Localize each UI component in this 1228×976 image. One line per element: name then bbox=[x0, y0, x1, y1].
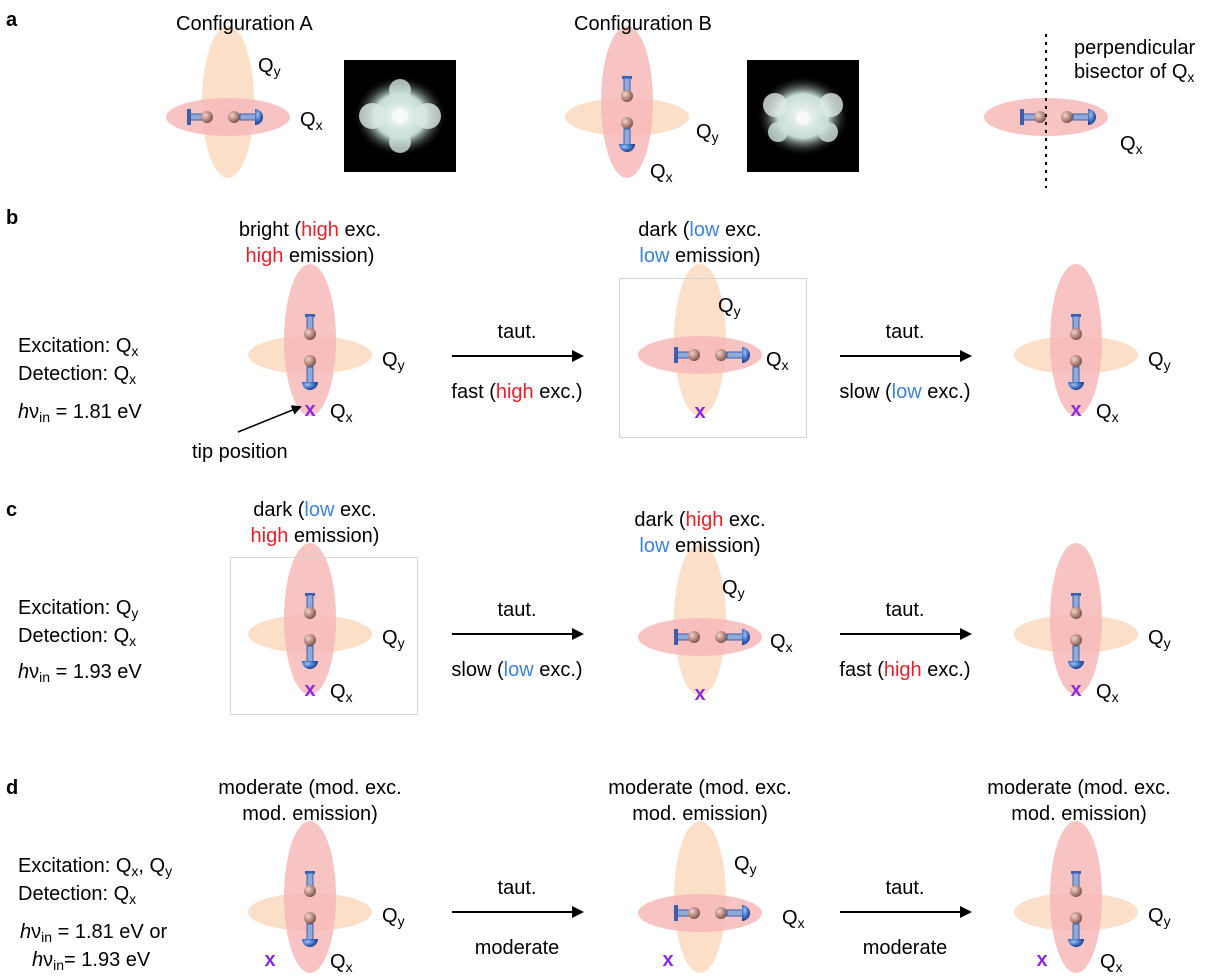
d-state-3-molecule bbox=[1014, 821, 1138, 973]
c-state-1-qx: Qx bbox=[330, 681, 353, 705]
c-state-1-qy: Qy bbox=[382, 627, 405, 651]
c-state-2-qx: Qx bbox=[770, 631, 793, 655]
config-a-qy-label: Qy bbox=[258, 55, 281, 79]
b-arrow-1-bottom-label: fast (high exc.) bbox=[451, 381, 583, 403]
b-state-3-qx: Qx bbox=[1096, 401, 1119, 425]
b-arrow-1-top-label: taut. bbox=[497, 321, 537, 343]
b-state-2-qx: Qx bbox=[766, 349, 789, 373]
panel-label-d: d bbox=[6, 777, 19, 799]
b-state-1-molecule bbox=[248, 264, 372, 416]
d-state-3-tip-marker: x bbox=[1036, 949, 1048, 971]
config-b-molecule bbox=[565, 26, 689, 178]
bisector-label-line2: bisector of Qx bbox=[1074, 61, 1195, 85]
c-arrow-2-top-label: taut. bbox=[885, 599, 925, 621]
d-detection: Detection: Qx bbox=[18, 883, 137, 907]
b-arrow-2-bottom-label: slow (low exc.) bbox=[839, 381, 971, 403]
b-arrow-2-top-label: taut. bbox=[885, 321, 925, 343]
c-arrow-1-bottom-label: slow (low exc.) bbox=[451, 659, 583, 681]
c-state-2-qy: Qy bbox=[722, 577, 745, 601]
d-state-3-qx: Qx bbox=[1100, 951, 1123, 975]
b-state-2-line1: dark (low exc. bbox=[638, 219, 762, 241]
b-state-1-qy: Qy bbox=[382, 349, 405, 373]
d-arrow-1-top-label: taut. bbox=[497, 877, 537, 899]
b-highlight-box bbox=[619, 278, 807, 438]
c-state-3-qy: Qy bbox=[1148, 627, 1171, 651]
d-state-1-line2: mod. emission) bbox=[242, 803, 378, 825]
b-tip-position-label: tip position bbox=[192, 441, 288, 463]
b-excitation: Excitation: Qx bbox=[18, 335, 139, 359]
b-state-1-line1: bright (high exc. bbox=[238, 219, 382, 241]
c-detection: Detection: Qx bbox=[18, 625, 137, 649]
config-b-qx-label: Qx bbox=[650, 161, 673, 185]
d-state-2-line2: mod. emission) bbox=[632, 803, 768, 825]
d-arrow-2-bottom-label: moderate bbox=[862, 937, 948, 959]
config-a-qx-label: Qx bbox=[300, 109, 323, 133]
d-state-2-qx: Qx bbox=[782, 907, 805, 931]
b-state-3-qy: Qy bbox=[1148, 349, 1171, 373]
c-arrow-2-bottom-label: fast (high exc.) bbox=[839, 659, 971, 681]
c-state-2-molecule bbox=[638, 544, 762, 696]
c-highlight-box bbox=[230, 557, 418, 715]
c-state-3-tip-marker: x bbox=[1070, 679, 1082, 701]
b-state-2-line2: low emission) bbox=[639, 245, 761, 267]
d-state-2-qy: Qy bbox=[734, 853, 757, 877]
d-photon-energy-1: hνin = 1.81 eV or bbox=[20, 921, 168, 945]
d-state-1-qy: Qy bbox=[382, 905, 405, 929]
config-b-qy-label: Qy bbox=[696, 121, 719, 145]
panel-label-b: b bbox=[6, 207, 19, 229]
c-state-2-tip-marker: x bbox=[694, 683, 706, 705]
d-state-2-molecule bbox=[638, 821, 762, 973]
d-state-3-qy: Qy bbox=[1148, 905, 1171, 929]
b-state-2-molecule bbox=[638, 264, 762, 416]
config-b-title: Configuration B bbox=[574, 13, 712, 35]
c-arrow-1-top-label: taut. bbox=[497, 599, 537, 621]
c-state-1-molecule bbox=[248, 543, 372, 695]
b-state-1-tip-marker: x bbox=[304, 399, 316, 421]
d-state-1-molecule bbox=[248, 821, 372, 973]
c-photon-energy: hνin = 1.93 eV bbox=[18, 661, 142, 685]
b-state-1-qx: Qx bbox=[330, 401, 353, 425]
d-state-2-line1: moderate (mod. exc. bbox=[608, 777, 792, 799]
bisector-molecule bbox=[984, 34, 1108, 188]
c-state-1-line1: dark (low exc. bbox=[253, 499, 377, 521]
stm-image-a bbox=[344, 60, 456, 172]
b-tip-pointer-arrow bbox=[237, 405, 302, 433]
d-state-3-line1: moderate (mod. exc. bbox=[987, 777, 1171, 799]
config-a-molecule bbox=[166, 26, 290, 178]
b-state-2-qy: Qy bbox=[718, 295, 741, 319]
b-state-3-tip-marker: x bbox=[1070, 399, 1082, 421]
c-state-3-molecule bbox=[1014, 543, 1138, 695]
d-photon-energy-2: hνin= 1.93 eV bbox=[32, 949, 151, 973]
b-state-1-line2: high emission) bbox=[245, 245, 375, 267]
bisector-qx-label: Qx bbox=[1120, 133, 1143, 157]
c-state-2-line2: low emission) bbox=[639, 535, 761, 557]
b-photon-energy: hνin = 1.81 eV bbox=[18, 401, 142, 425]
d-state-1-qx: Qx bbox=[330, 951, 353, 975]
c-excitation: Excitation: Qy bbox=[18, 597, 139, 621]
d-state-1-line1: moderate (mod. exc. bbox=[218, 777, 402, 799]
d-state-3-line2: mod. emission) bbox=[1011, 803, 1147, 825]
config-a-title: Configuration A bbox=[176, 13, 313, 35]
bisector-label-line1: perpendicular bbox=[1074, 37, 1196, 59]
b-state-3-molecule bbox=[1014, 264, 1138, 416]
d-state-1-tip-marker: x bbox=[264, 949, 276, 971]
c-state-3-qx: Qx bbox=[1096, 681, 1119, 705]
panel-label-c: c bbox=[6, 499, 18, 521]
b-state-2-tip-marker: x bbox=[694, 401, 706, 423]
c-state-1-line2: high emission) bbox=[250, 525, 380, 547]
d-arrow-2-top-label: taut. bbox=[885, 877, 925, 899]
d-excitation: Excitation: Qx, Qy bbox=[18, 855, 173, 879]
panel-label-a: a bbox=[6, 9, 18, 31]
stm-image-b bbox=[747, 60, 859, 172]
c-state-2-line1: dark (high exc. bbox=[634, 509, 766, 531]
d-arrow-1-bottom-label: moderate bbox=[474, 937, 560, 959]
c-state-1-tip-marker: x bbox=[304, 679, 316, 701]
d-state-2-tip-marker: x bbox=[662, 949, 674, 971]
b-detection: Detection: Qx bbox=[18, 363, 137, 387]
